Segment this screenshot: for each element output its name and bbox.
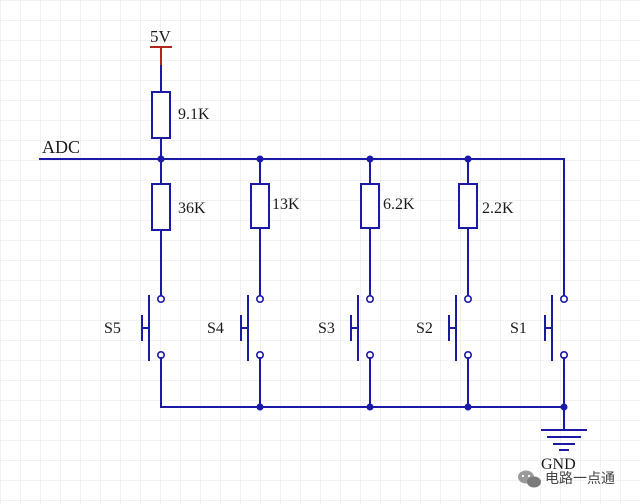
resistor-label-s2: 2.2K <box>482 200 514 217</box>
switch-label-s5: S5 <box>104 320 121 337</box>
junction-dot <box>464 155 472 163</box>
ground-symbol <box>541 406 587 451</box>
switch-label-s2: S2 <box>416 320 433 337</box>
branch-s5 <box>141 158 171 408</box>
wechat-icon <box>518 470 541 488</box>
junction-dot <box>256 155 264 163</box>
resistor-6-2k <box>360 183 380 229</box>
resistor-13k <box>250 183 270 229</box>
resistor-label-s5: 36K <box>178 200 206 217</box>
junction-dot <box>157 155 165 163</box>
switch-label-s3: S3 <box>318 320 335 337</box>
resistor-36k <box>151 183 171 231</box>
switch-label-s1: S1 <box>510 320 527 337</box>
branch-s3 <box>350 158 380 408</box>
pullup-resistor <box>151 91 171 139</box>
branch-s2 <box>448 158 478 408</box>
resistor-label-s4: 13K <box>272 196 300 213</box>
switch-label-s4: S4 <box>207 320 224 337</box>
watermark-text: 电路一点通 <box>545 471 615 487</box>
junction-dot <box>366 155 374 163</box>
resistor-label-s3: 6.2K <box>383 196 415 213</box>
branch-s1 <box>544 158 568 408</box>
power-symbol <box>150 46 172 66</box>
ground-label: GND <box>541 456 576 473</box>
resistor-2-2k <box>458 183 478 229</box>
power-label: 5V <box>150 27 172 46</box>
branch-s4 <box>240 158 270 408</box>
junction-dot <box>464 403 472 411</box>
junction-dot <box>366 403 374 411</box>
adc-label: ADC <box>42 137 80 157</box>
junction-dot <box>256 403 264 411</box>
pullup-resistor-label: 9.1K <box>178 106 210 123</box>
